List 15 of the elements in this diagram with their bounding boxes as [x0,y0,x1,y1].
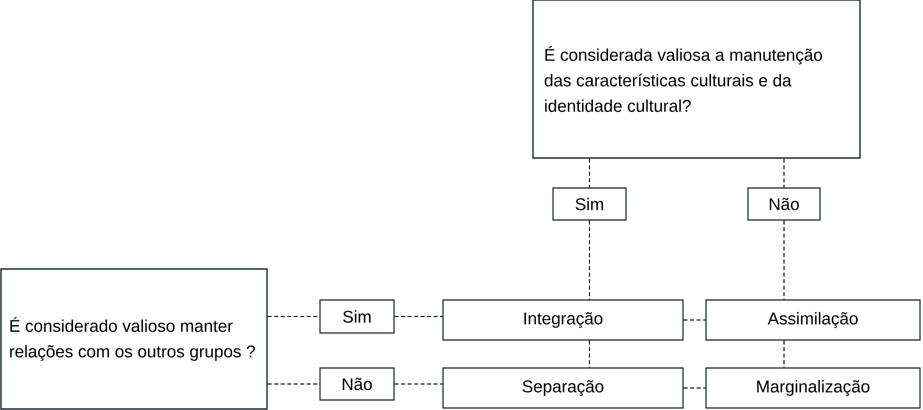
option-label: Sim [552,187,627,221]
outcome-box: Integração [442,299,684,341]
outcome-box: Separação [442,367,684,409]
question-box: É considerado valioso manter relações com os outros grupos ? [0,268,268,410]
question-box: É considerada valiosa a manutenção das características culturais e da identidade cultural? [532,0,861,159]
connector-line [267,316,320,317]
outcome-box: Assimilação [705,299,921,341]
outcome-box: Marginalização [705,367,921,409]
option-label: Não [747,187,821,221]
connector-line [394,316,443,317]
connector-line [589,340,590,368]
option-label: Sim [319,299,395,334]
option-label: Não [319,367,395,401]
connector-line [589,158,590,188]
connector-line [589,220,590,300]
